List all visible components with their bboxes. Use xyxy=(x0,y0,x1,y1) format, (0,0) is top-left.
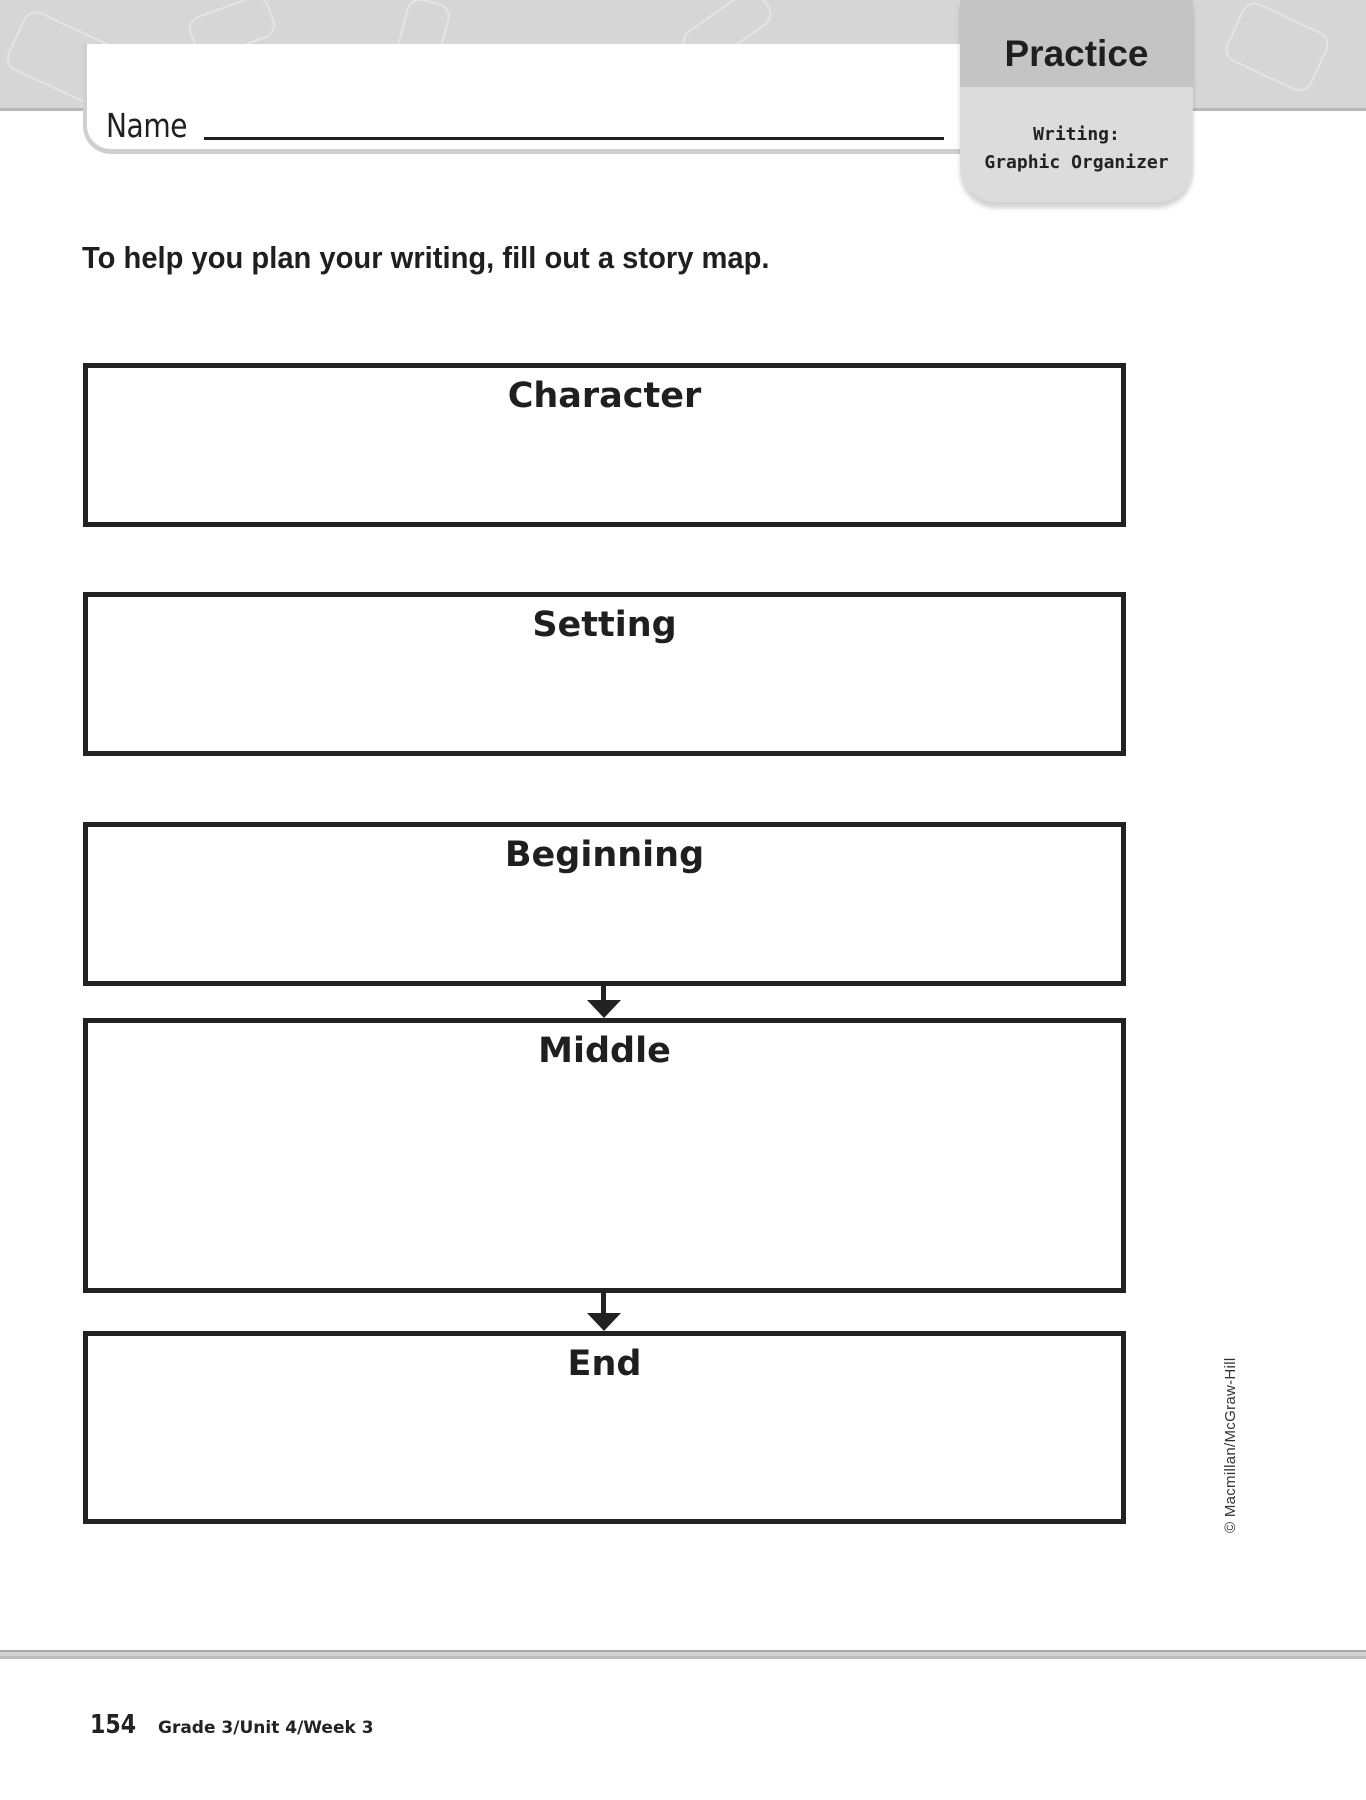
beginning-box[interactable]: Beginning xyxy=(83,822,1126,986)
decorative-doodle-icon xyxy=(1220,0,1334,96)
practice-tab: Practice Writing: Graphic Organizer xyxy=(960,0,1193,202)
beginning-box-title: Beginning xyxy=(504,835,705,875)
character-box[interactable]: Character xyxy=(83,363,1126,527)
end-box-title: End xyxy=(567,1344,642,1384)
character-box-title: Character xyxy=(507,376,702,416)
page-number: 154 xyxy=(90,1710,137,1740)
practice-tab-top xyxy=(960,0,1193,87)
down-arrow-icon xyxy=(587,984,621,1020)
setting-box[interactable]: Setting xyxy=(83,592,1126,756)
footer-divider xyxy=(0,1650,1366,1659)
middle-box[interactable]: Middle xyxy=(83,1018,1126,1293)
down-arrow-icon xyxy=(587,1291,621,1333)
practice-subtitle-line2: Graphic Organizer xyxy=(984,152,1169,173)
name-label: Name xyxy=(106,106,188,145)
name-card: Name xyxy=(83,44,960,154)
name-input-line[interactable] xyxy=(204,137,944,140)
end-box[interactable]: End xyxy=(83,1331,1126,1524)
practice-title: Practice xyxy=(1004,33,1149,74)
practice-subtitle: Writing: Graphic Organizer xyxy=(960,121,1193,177)
practice-subtitle-line1: Writing: xyxy=(1033,124,1120,145)
setting-box-title: Setting xyxy=(532,605,677,645)
grade-info: Grade 3/Unit 4/Week 3 xyxy=(158,1718,374,1738)
middle-box-title: Middle xyxy=(538,1031,671,1071)
copyright-text: © Macmillan/McGraw-Hill xyxy=(1222,1357,1239,1533)
instruction-text: To help you plan your writing, fill out … xyxy=(82,240,770,275)
